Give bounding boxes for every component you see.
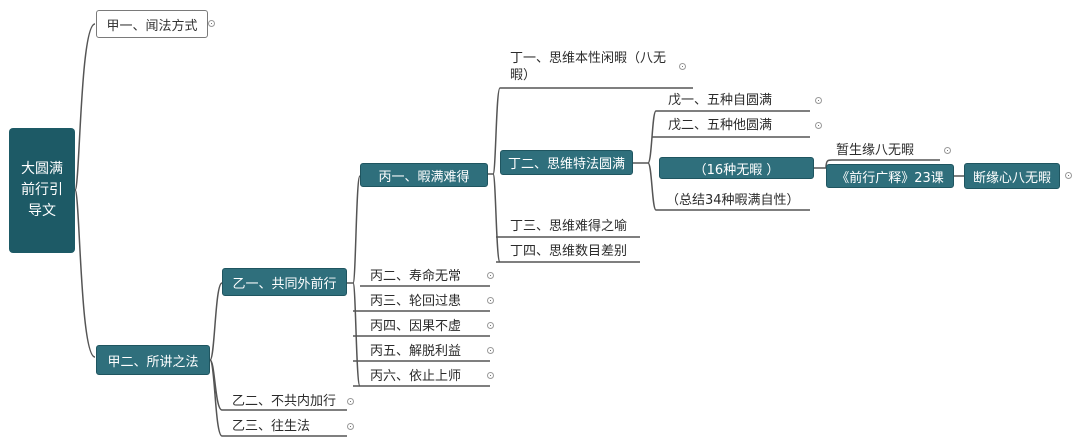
node-bing4-label: 丙四、因果不虚 <box>370 319 462 334</box>
node-summary-34[interactable]: （总结34种暇满自性） <box>666 192 800 209</box>
root-label: 大圆满前行引导文 <box>21 161 63 219</box>
node-yi1-label: 乙一、共同外前行 <box>232 276 337 292</box>
node-yi2[interactable]: 乙二、不共内加行 <box>232 393 336 410</box>
node-jia1[interactable]: 甲一、闻法方式 <box>96 10 208 38</box>
expand-icon[interactable] <box>487 372 494 379</box>
node-yi1[interactable]: 乙一、共同外前行 <box>222 268 347 296</box>
node-bing5[interactable]: 丙五、解脱利益 <box>370 343 461 360</box>
node-qianxing[interactable]: 《前行广释》23课 <box>826 164 954 188</box>
node-16-wuxia[interactable]: （16种无暇 ） <box>659 157 814 179</box>
node-16-wuxia-label: （16种无暇 ） <box>693 162 780 178</box>
node-yi2-label: 乙二、不共内加行 <box>232 394 337 409</box>
node-duanyuan-label: 断缘心八无暇 <box>972 170 1051 186</box>
node-bing2[interactable]: 丙二、寿命无常 <box>370 268 461 285</box>
node-bing5-label: 丙五、解脱利益 <box>370 344 462 359</box>
node-bing3-label: 丙三、轮回过患 <box>370 294 462 309</box>
node-bing3[interactable]: 丙三、轮回过患 <box>370 293 461 310</box>
node-ding1-label: 丁一、思维本性闲暇（八无暇） <box>510 51 667 83</box>
node-ding4-label: 丁四、思维数目差别 <box>510 244 628 259</box>
expand-icon[interactable] <box>815 97 822 104</box>
node-yi3[interactable]: 乙三、往生法 <box>232 418 310 435</box>
node-summary-34-label: （总结34种暇满自性） <box>666 193 800 208</box>
node-duanyuan[interactable]: 断缘心八无暇 <box>964 163 1060 189</box>
node-wu1-label: 戊一、五种自圆满 <box>668 93 773 108</box>
expand-icon[interactable] <box>347 423 354 430</box>
node-yi3-label: 乙三、往生法 <box>232 419 311 434</box>
node-jia2[interactable]: 甲二、所讲之法 <box>96 345 210 375</box>
node-ding1[interactable]: 丁一、思维本性闲暇（八无暇） <box>510 50 680 84</box>
expand-icon[interactable] <box>679 63 686 70</box>
expand-icon[interactable] <box>1065 172 1072 179</box>
node-ding3-label: 丁三、思维难得之喻 <box>510 219 628 234</box>
node-ding2[interactable]: 丁二、思维特法圆满 <box>500 150 633 175</box>
node-bing6[interactable]: 丙六、依止上师 <box>370 368 461 385</box>
node-zansheng[interactable]: 暂生缘八无暇 <box>836 142 914 159</box>
expand-icon[interactable] <box>208 20 215 27</box>
node-wu2-label: 戊二、五种他圆满 <box>668 118 773 133</box>
node-jia1-label: 甲一、闻法方式 <box>106 18 198 34</box>
node-wu1[interactable]: 戊一、五种自圆满 <box>668 92 772 109</box>
node-wu2[interactable]: 戊二、五种他圆满 <box>668 117 772 134</box>
expand-icon[interactable] <box>347 398 354 405</box>
expand-icon[interactable] <box>944 147 951 154</box>
expand-icon[interactable] <box>487 272 494 279</box>
expand-icon[interactable] <box>487 297 494 304</box>
expand-icon[interactable] <box>487 322 494 329</box>
node-bing1[interactable]: 丙一、暇满难得 <box>360 163 488 187</box>
node-bing1-label: 丙一、暇满难得 <box>378 169 470 185</box>
node-bing6-label: 丙六、依止上师 <box>370 369 462 384</box>
node-bing2-label: 丙二、寿命无常 <box>370 269 462 284</box>
node-ding3[interactable]: 丁三、思维难得之喻 <box>510 218 627 235</box>
expand-icon[interactable] <box>815 122 822 129</box>
node-bing4[interactable]: 丙四、因果不虚 <box>370 318 461 335</box>
node-qianxing-label: 《前行广释》23课 <box>836 170 944 186</box>
node-zansheng-label: 暂生缘八无暇 <box>836 143 915 158</box>
node-ding2-label: 丁二、思维特法圆满 <box>507 157 625 172</box>
node-ding4[interactable]: 丁四、思维数目差别 <box>510 243 627 260</box>
expand-icon[interactable] <box>487 347 494 354</box>
root-node[interactable]: 大圆满前行引导文 <box>9 128 75 253</box>
node-jia2-label: 甲二、所讲之法 <box>107 354 199 370</box>
